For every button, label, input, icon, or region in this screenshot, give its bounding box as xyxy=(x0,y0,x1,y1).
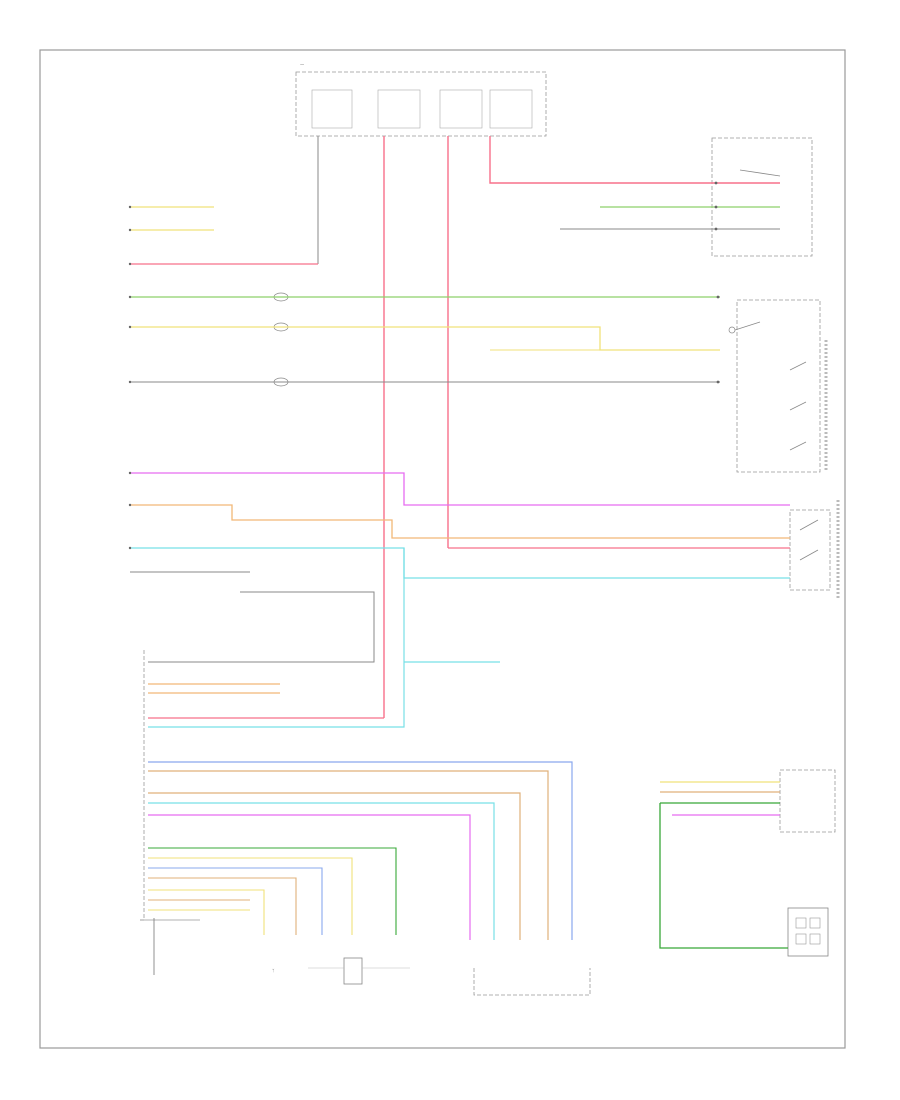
wire-tb-2 xyxy=(148,857,353,935)
diagram-frame xyxy=(39,49,846,1049)
wire-ecm-ground xyxy=(148,591,375,663)
wire-pink-main xyxy=(130,472,790,506)
cruise-control-switch xyxy=(711,137,813,257)
svg-text:ᛉ: ᛉ xyxy=(272,968,275,973)
wire-ecm-blue xyxy=(148,761,573,940)
wire-cyan-main xyxy=(130,547,790,579)
wire-tb-3 xyxy=(148,867,323,935)
wire-tb-5 xyxy=(148,889,265,935)
svg-text:—: — xyxy=(300,62,304,67)
wire-tb-1 xyxy=(148,847,397,935)
wire-ecm-pink-2 xyxy=(148,814,471,940)
connector-marks xyxy=(128,181,720,550)
throttle-body: ᛉ xyxy=(272,957,410,985)
wire-fuse4-red xyxy=(489,136,780,184)
accel-pedal-position-sensor xyxy=(473,968,591,996)
steering-wheel-switch-panel xyxy=(728,299,828,473)
wire-ecm-cyan-2 xyxy=(148,802,495,940)
clockspring xyxy=(273,292,289,387)
vehicle-speed-sensor xyxy=(787,907,829,957)
body-control-module xyxy=(779,769,836,833)
wire-orange-main xyxy=(130,504,790,539)
wire-vss-green xyxy=(659,803,788,949)
wire-ecm-tan-2 xyxy=(148,792,521,940)
wire-tb-4 xyxy=(148,877,297,935)
wire-yellow-main xyxy=(130,326,720,351)
engine-control-module xyxy=(140,650,200,975)
underhood-fuse-block: — xyxy=(295,62,547,137)
wire-ecm-tan-1 xyxy=(148,770,549,940)
wire-ecm-cyan xyxy=(148,548,405,728)
stop-lamp-switch xyxy=(789,500,840,600)
